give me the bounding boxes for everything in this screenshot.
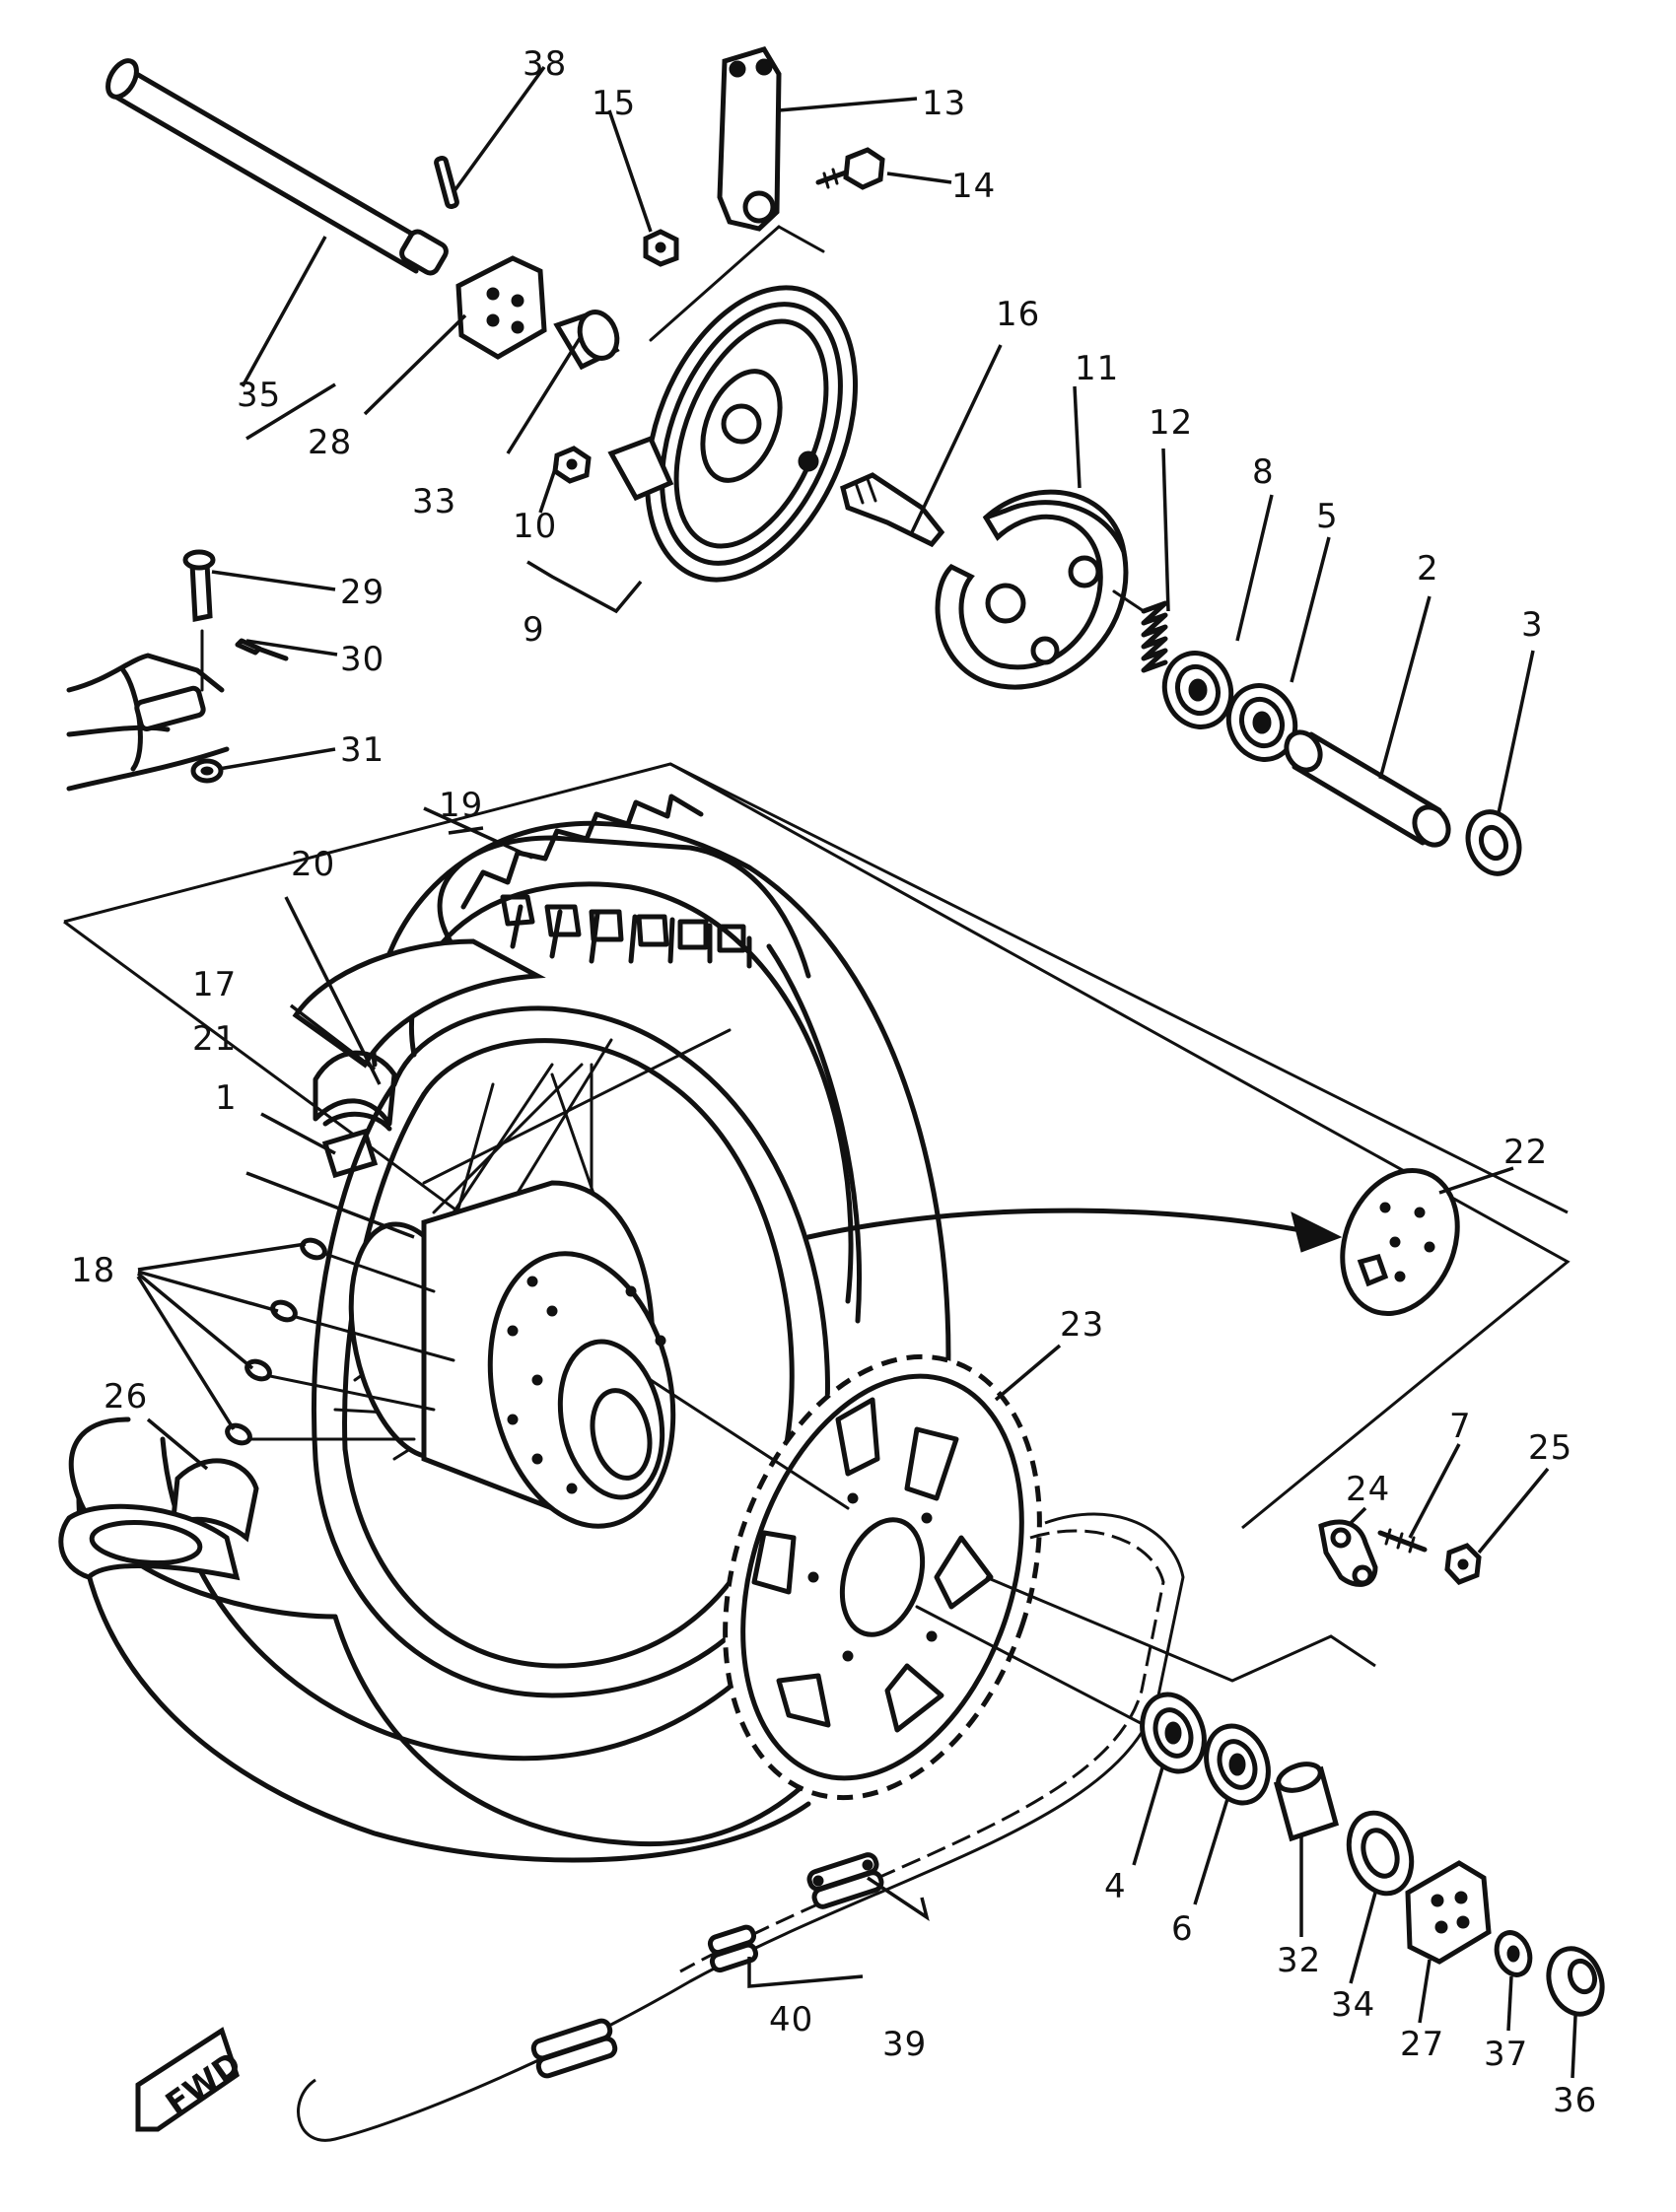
brake-shoe-plate-part-9 bbox=[607, 285, 858, 583]
cotter-pin-part-30 bbox=[235, 638, 289, 661]
callout-34: 34 bbox=[1331, 1985, 1375, 2025]
callout-32: 32 bbox=[1277, 1941, 1321, 1980]
callout-33: 33 bbox=[412, 482, 456, 521]
oil-seal-part-34 bbox=[1346, 1810, 1415, 1897]
bolt-part-14 bbox=[815, 147, 885, 190]
sprocket-part-23 bbox=[723, 1353, 1042, 1801]
bearing-part-4 bbox=[1140, 1692, 1207, 1774]
callout-27: 27 bbox=[1400, 2025, 1444, 2064]
callout-20: 20 bbox=[291, 845, 335, 884]
callout-29: 29 bbox=[340, 573, 384, 612]
washer-part-37 bbox=[1494, 1930, 1533, 1977]
collar-part-32 bbox=[1273, 1762, 1340, 1842]
bearing-part-5 bbox=[1225, 683, 1298, 762]
callout-24: 24 bbox=[1346, 1470, 1390, 1509]
collar-part-33 bbox=[553, 310, 620, 371]
callout-40: 40 bbox=[769, 2000, 813, 2039]
callout-11: 11 bbox=[1075, 349, 1119, 388]
callout-38: 38 bbox=[523, 44, 567, 84]
callout-23: 23 bbox=[1060, 1305, 1104, 1345]
brake-shoe-part-11 bbox=[935, 489, 1129, 690]
cotter-pin-part-38 bbox=[434, 155, 459, 210]
callout-2: 2 bbox=[1417, 549, 1439, 588]
bolt-part-7 bbox=[1377, 1528, 1428, 1554]
callout-15: 15 bbox=[592, 84, 636, 123]
callout-17: 17 bbox=[192, 965, 237, 1004]
pin-part-29 bbox=[182, 549, 216, 692]
oil-seal-part-3 bbox=[1465, 809, 1522, 876]
flow-arrow bbox=[805, 1208, 1343, 1253]
washer-part-31 bbox=[190, 758, 224, 784]
chain-link-group bbox=[530, 2018, 618, 2079]
chain-joint-part-39 bbox=[806, 1852, 884, 1909]
axle-nut-part-36 bbox=[1546, 1946, 1605, 2017]
callout-18: 18 bbox=[71, 1251, 115, 1290]
nut-part-25 bbox=[1444, 1543, 1482, 1585]
hub-part-1 bbox=[348, 1180, 676, 1529]
callout-26: 26 bbox=[104, 1377, 148, 1417]
sprocket-hub-plate-part-22 bbox=[1340, 1167, 1460, 1317]
callout-1: 1 bbox=[215, 1078, 238, 1118]
bearing-part-8 bbox=[1161, 651, 1234, 729]
bearing-part-6 bbox=[1204, 1723, 1271, 1806]
chain-puller-part-24 bbox=[1318, 1519, 1378, 1587]
callout-30: 30 bbox=[340, 640, 384, 679]
tube-part-20 bbox=[292, 938, 546, 1127]
callout-10: 10 bbox=[513, 507, 557, 546]
camshaft-lever-part-13 bbox=[649, 46, 825, 342]
callout-19: 19 bbox=[439, 786, 483, 825]
callout-4: 4 bbox=[1104, 1867, 1127, 1906]
adjuster-plate-part-28 bbox=[455, 255, 547, 360]
callout-13: 13 bbox=[922, 84, 966, 123]
callout-16: 16 bbox=[996, 295, 1040, 334]
callout-37: 37 bbox=[1484, 2035, 1528, 2074]
spring-part-12 bbox=[1112, 589, 1168, 673]
callout-3: 3 bbox=[1521, 605, 1544, 645]
rim-band-part-17 bbox=[322, 1111, 392, 1132]
callout-labels: 38 15 13 14 16 11 12 8 5 2 3 35 28 33 10… bbox=[71, 44, 1597, 2120]
sprocket-center-line bbox=[915, 1605, 1165, 1737]
callout-21: 21 bbox=[192, 1019, 237, 1059]
leader-lines bbox=[136, 65, 1577, 2079]
callout-7: 7 bbox=[1449, 1407, 1472, 1446]
callout-36: 36 bbox=[1553, 2081, 1597, 2120]
callout-9: 9 bbox=[523, 610, 545, 650]
nut-part-10 bbox=[552, 446, 592, 484]
callout-12: 12 bbox=[1149, 403, 1193, 443]
callout-5: 5 bbox=[1316, 497, 1339, 536]
rim-lock-part-26 bbox=[58, 1458, 259, 1581]
lock-washer-line bbox=[985, 1575, 1376, 1683]
callout-35: 35 bbox=[237, 376, 281, 415]
callout-31: 31 bbox=[340, 730, 384, 770]
chain-clip-part-40 bbox=[707, 1924, 759, 1973]
camshaft-part-16 bbox=[840, 472, 945, 548]
swingarm-fragment bbox=[66, 653, 230, 792]
adjuster-plate-part-27 bbox=[1405, 1860, 1492, 1965]
callout-6: 6 bbox=[1171, 1909, 1194, 1949]
nut-part-15 bbox=[643, 229, 679, 267]
callout-28: 28 bbox=[308, 423, 352, 462]
callout-14: 14 bbox=[951, 167, 996, 206]
callout-8: 8 bbox=[1252, 452, 1275, 492]
forward-direction-arrow-icon: FWD bbox=[135, 2027, 247, 2132]
callout-25: 25 bbox=[1528, 1428, 1572, 1468]
callout-22: 22 bbox=[1503, 1133, 1548, 1172]
axle-part-35 bbox=[105, 58, 449, 276]
spacer-part-2 bbox=[1284, 729, 1451, 848]
callout-39: 39 bbox=[882, 2025, 927, 2064]
hub-center-line bbox=[649, 1378, 850, 1510]
